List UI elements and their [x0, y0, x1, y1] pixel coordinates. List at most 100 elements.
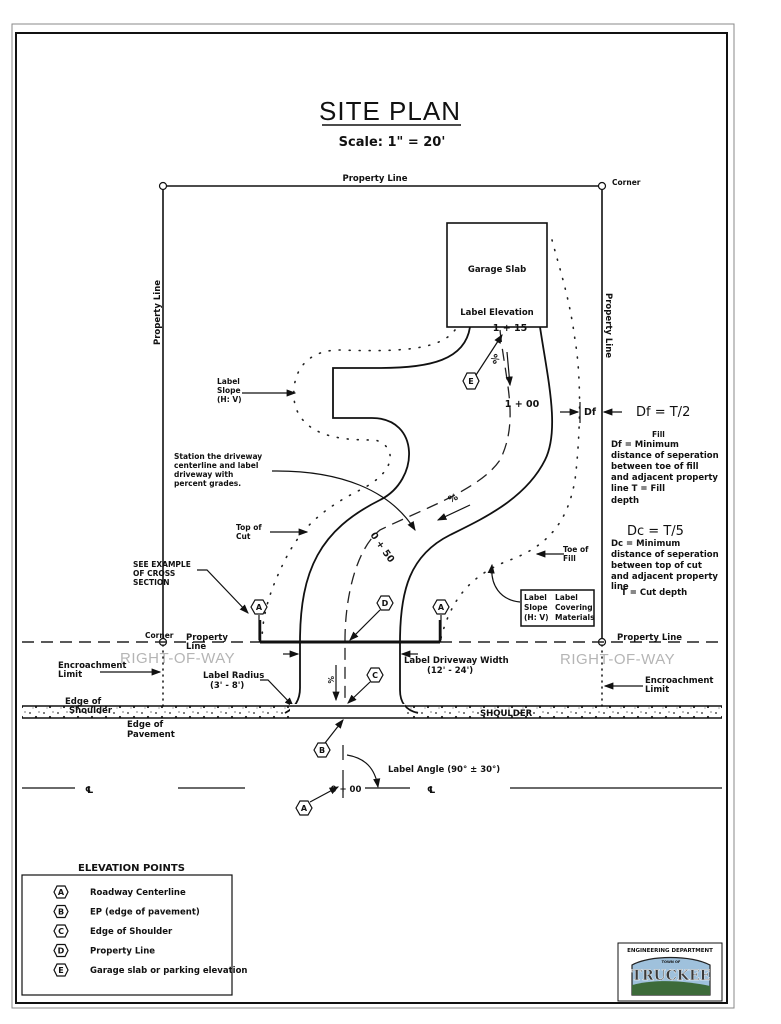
elevation-point-c [366, 667, 384, 683]
svg-text:Pavement: Pavement [127, 730, 175, 740]
svg-text:Label Radius: Label Radius [203, 671, 264, 681]
svg-text:Line: Line [186, 642, 206, 652]
svg-text:SEE EXAMPLE: SEE EXAMPLE [133, 560, 191, 569]
svg-text:Fill: Fill [563, 554, 576, 563]
elevation-label: Label Elevation [460, 308, 534, 318]
logo-hills [632, 981, 710, 995]
legend-key: E [58, 966, 63, 975]
top-of-cut-note: Top of Cut [236, 523, 262, 541]
hexagon-icon [53, 904, 69, 919]
shoulder-label: SHOULDER [480, 709, 533, 719]
inner-frame [15, 32, 728, 1004]
svg-text:percent grades.: percent grades. [174, 479, 241, 488]
svg-text:Covering: Covering [555, 603, 593, 612]
svg-text:distance of seperation: distance of seperation [611, 550, 719, 560]
svg-text:Property: Property [186, 633, 228, 643]
slope-box-col2: Label Covering Materials [555, 593, 595, 622]
svg-text:Limit: Limit [645, 685, 669, 695]
property-line-left-label: Property Line [153, 280, 163, 345]
svg-text:between top of cut: between top of cut [611, 561, 702, 571]
property-line-top-label: Property Line [342, 174, 407, 184]
legend-key: C [58, 927, 64, 936]
svg-text:Label: Label [217, 377, 240, 386]
svg-text:Label: Label [524, 593, 547, 602]
svg-text:C: C [372, 671, 378, 680]
leader-arrow [260, 679, 294, 707]
svg-text:(H: V): (H: V) [524, 613, 549, 622]
toe-of-fill-line [439, 239, 581, 643]
driveway-centerline [344, 329, 511, 700]
svg-text:Limit: Limit [58, 670, 82, 680]
right-of-way-label: RIGHT-OF-WAY [120, 650, 235, 667]
svg-text:Encroachment: Encroachment [645, 676, 714, 686]
svg-text:driveway with: driveway with [174, 470, 233, 479]
scale-label: Scale: 1" = 20' [339, 135, 446, 150]
slope-box-col1: Label Slope (H: V) [524, 593, 549, 622]
page-title: SITE PLAN [319, 96, 461, 126]
svg-text:E: E [468, 377, 473, 386]
department-label: ENGINEERING DEPARTMENT [627, 948, 713, 954]
legend-box [21, 874, 233, 996]
driveway-left-edge [284, 326, 471, 714]
svg-text:SECTION: SECTION [133, 578, 170, 587]
label-radius: Label Radius (3' - 8') [203, 671, 264, 691]
legend-label: EP (edge of pavement) [90, 908, 200, 918]
svg-text:Encroachment: Encroachment [58, 661, 127, 671]
svg-text:Dc = Minimum: Dc = Minimum [611, 539, 680, 549]
station-note: Station the driveway centerline and labe… [174, 452, 262, 488]
leader-arrow [487, 563, 521, 603]
edge-of-pavement-label: Edge of Pavement [127, 720, 175, 740]
right-of-way-label: RIGHT-OF-WAY [560, 651, 675, 668]
property-line-right-label: Property Line [603, 293, 613, 358]
corner-marker [597, 181, 607, 191]
outer-frame [11, 23, 735, 1009]
svg-text:(3' - 8'): (3' - 8') [210, 681, 244, 691]
see-example-note: SEE EXAMPLE OF CROSS SECTION [133, 560, 191, 587]
leader-arrow [271, 470, 416, 532]
svg-text:Slope: Slope [524, 603, 548, 612]
leader-line [309, 786, 340, 803]
legend-title: ELEVATION POINTS [78, 863, 185, 874]
leader-arrow [197, 569, 249, 614]
elevation-point-a [295, 800, 313, 816]
angle-arc [346, 754, 381, 789]
garage-label: Garage Slab [468, 265, 526, 275]
svg-text:line: line [611, 582, 629, 592]
property-line-bottom-right-label: Property Line [617, 633, 682, 643]
edge-of-shoulder-label: Edge of Shoulder [65, 697, 113, 716]
centerline-symbol: ℄ [427, 785, 436, 796]
elevation-point-b [313, 742, 331, 758]
logo-name: TRUCKEE [632, 968, 711, 984]
svg-text:Cut: Cut [236, 532, 251, 541]
svg-text:Toe of: Toe of [563, 545, 589, 554]
svg-text:depth: depth [611, 496, 639, 506]
station-1-00: 1 + 00 [505, 399, 540, 410]
leader-line [324, 719, 344, 744]
property-line-bottom-left-label: Property Line [186, 633, 228, 652]
grade-arrow [505, 351, 513, 387]
toe-of-fill-note: Toe of Fill [563, 545, 589, 563]
percent-label: % [326, 676, 335, 684]
svg-text:(H: V): (H: V) [217, 395, 242, 404]
encroachment-limit-right-label: Encroachment Limit [645, 676, 714, 695]
svg-text:Df = Minimum: Df = Minimum [611, 440, 679, 450]
legend-item: E Garage slab or parking elevation [53, 963, 247, 977]
svg-text:B: B [319, 746, 325, 755]
hexagon-icon [53, 885, 69, 899]
corner-label: Corner [145, 631, 174, 640]
svg-text:A: A [301, 804, 308, 813]
svg-text:distance of seperation: distance of seperation [611, 451, 719, 461]
legend-label: Garage slab or parking elevation [90, 966, 247, 976]
df-definition: Df = Minimum distance of seperation betw… [611, 440, 719, 506]
slope-covering-box [520, 589, 595, 627]
svg-text:and adjacent property: and adjacent property [611, 572, 718, 582]
driveway-apron [290, 704, 405, 720]
elevation-point-d [376, 595, 394, 611]
df-symbol: Df [584, 407, 597, 418]
svg-text:Station the driveway: Station the driveway [174, 452, 262, 461]
